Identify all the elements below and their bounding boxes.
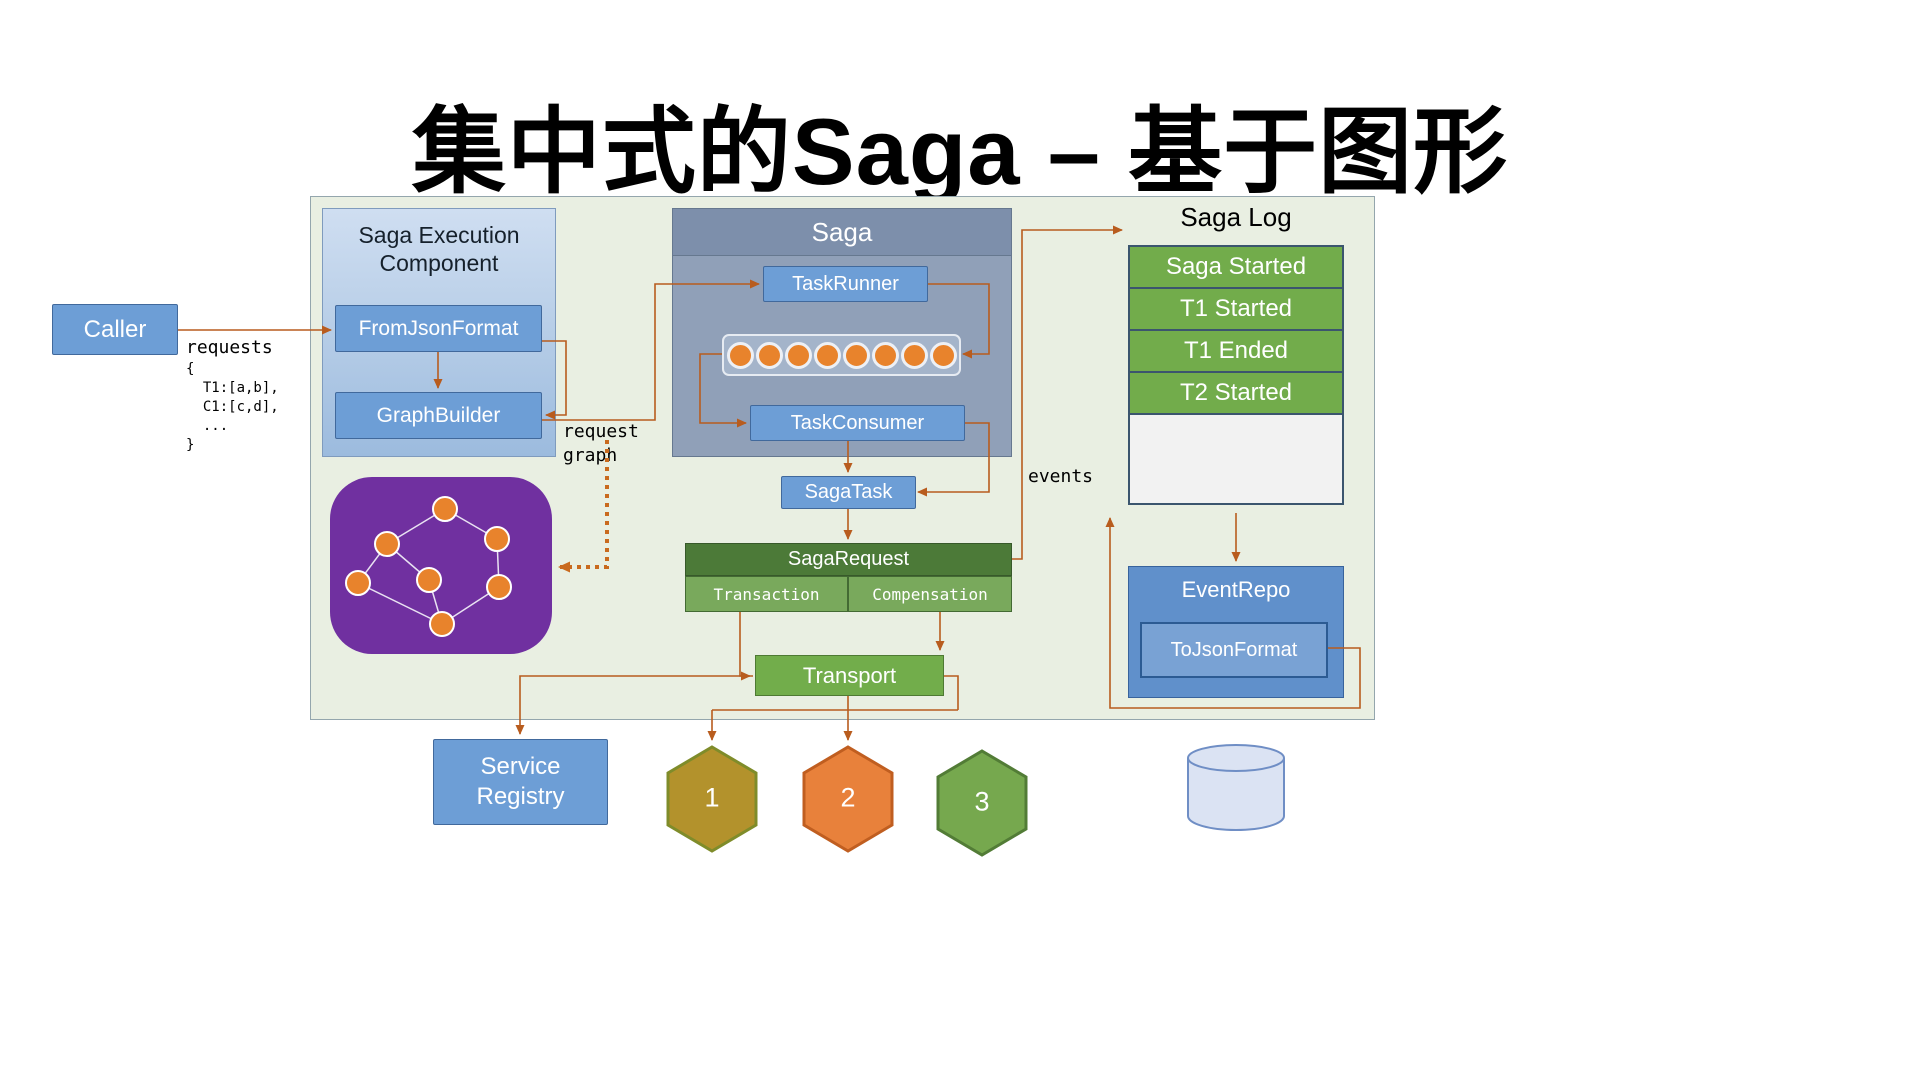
hexagon-icon <box>936 749 1028 857</box>
saga-log-empty-row <box>1130 415 1342 503</box>
database-icon <box>1187 744 1285 831</box>
service-3-label: 3 <box>974 786 990 817</box>
saga-panel-title: Saga <box>673 209 1011 256</box>
saga-task-box: SagaTask <box>781 476 916 509</box>
service-hexagon-3: 3 <box>934 748 1030 858</box>
graph-node-icon <box>432 496 458 522</box>
queue-item-icon <box>755 341 783 369</box>
queue-item-icon <box>871 341 899 369</box>
requests-code: { T1:[a,b], C1:[c,d], ... } <box>186 361 279 453</box>
task-graph-icon <box>345 496 512 637</box>
saga-log-title: Saga Log <box>1180 202 1292 232</box>
to-json-format-box: ToJsonFormat <box>1140 622 1328 678</box>
queue-item-icon <box>842 341 870 369</box>
slide-title: 集中式的Saga – 基于图形 <box>411 99 1509 204</box>
task-queue <box>722 334 961 376</box>
saga-request-header: SagaRequest <box>685 543 1012 576</box>
hexagon-icon <box>802 745 894 853</box>
transport-box: Transport <box>755 655 944 696</box>
service-2-label: 2 <box>840 782 856 813</box>
queue-item-icon <box>726 341 754 369</box>
event-repo-title: EventRepo <box>1181 577 1291 602</box>
events-label: events <box>1028 466 1094 487</box>
graph-node-icon <box>416 567 442 593</box>
saga-log-row: T1 Started <box>1130 289 1342 331</box>
graph-node-icon <box>429 611 455 637</box>
task-consumer-box: TaskConsumer <box>750 405 965 441</box>
task-graph-box <box>330 477 552 654</box>
request-graph-label: request graph <box>563 421 639 466</box>
graph-node-icon <box>486 574 512 600</box>
service-registry-box: Service Registry <box>433 739 608 825</box>
transaction-cell: Transaction <box>685 576 848 612</box>
from-json-format-box: FromJsonFormat <box>335 305 542 352</box>
graph-node-icon <box>374 531 400 557</box>
compensation-cell: Compensation <box>848 576 1012 612</box>
saga-execution-component-title: Saga Execution Component <box>358 222 520 276</box>
graph-builder-box: GraphBuilder <box>335 392 542 439</box>
queue-item-icon <box>900 341 928 369</box>
saga-log-row: T1 Ended <box>1130 331 1342 373</box>
queue-item-icon <box>929 341 957 369</box>
caller-box: Caller <box>52 304 178 355</box>
queue-item-icon <box>784 341 812 369</box>
graph-node-icon <box>484 526 510 552</box>
saga-log-row: Saga Started <box>1130 247 1342 289</box>
requests-label: requests <box>186 337 273 358</box>
service-hexagon-2: 2 <box>800 744 896 854</box>
graph-node-icon <box>345 570 371 596</box>
task-runner-box: TaskRunner <box>763 266 928 302</box>
event-store-db <box>1186 742 1286 837</box>
saga-log-row: T2 Started <box>1130 373 1342 415</box>
service-hexagon-1: 1 <box>664 744 760 854</box>
hexagon-icon <box>666 745 758 853</box>
service-1-label: 1 <box>704 782 720 813</box>
queue-item-icon <box>813 341 841 369</box>
